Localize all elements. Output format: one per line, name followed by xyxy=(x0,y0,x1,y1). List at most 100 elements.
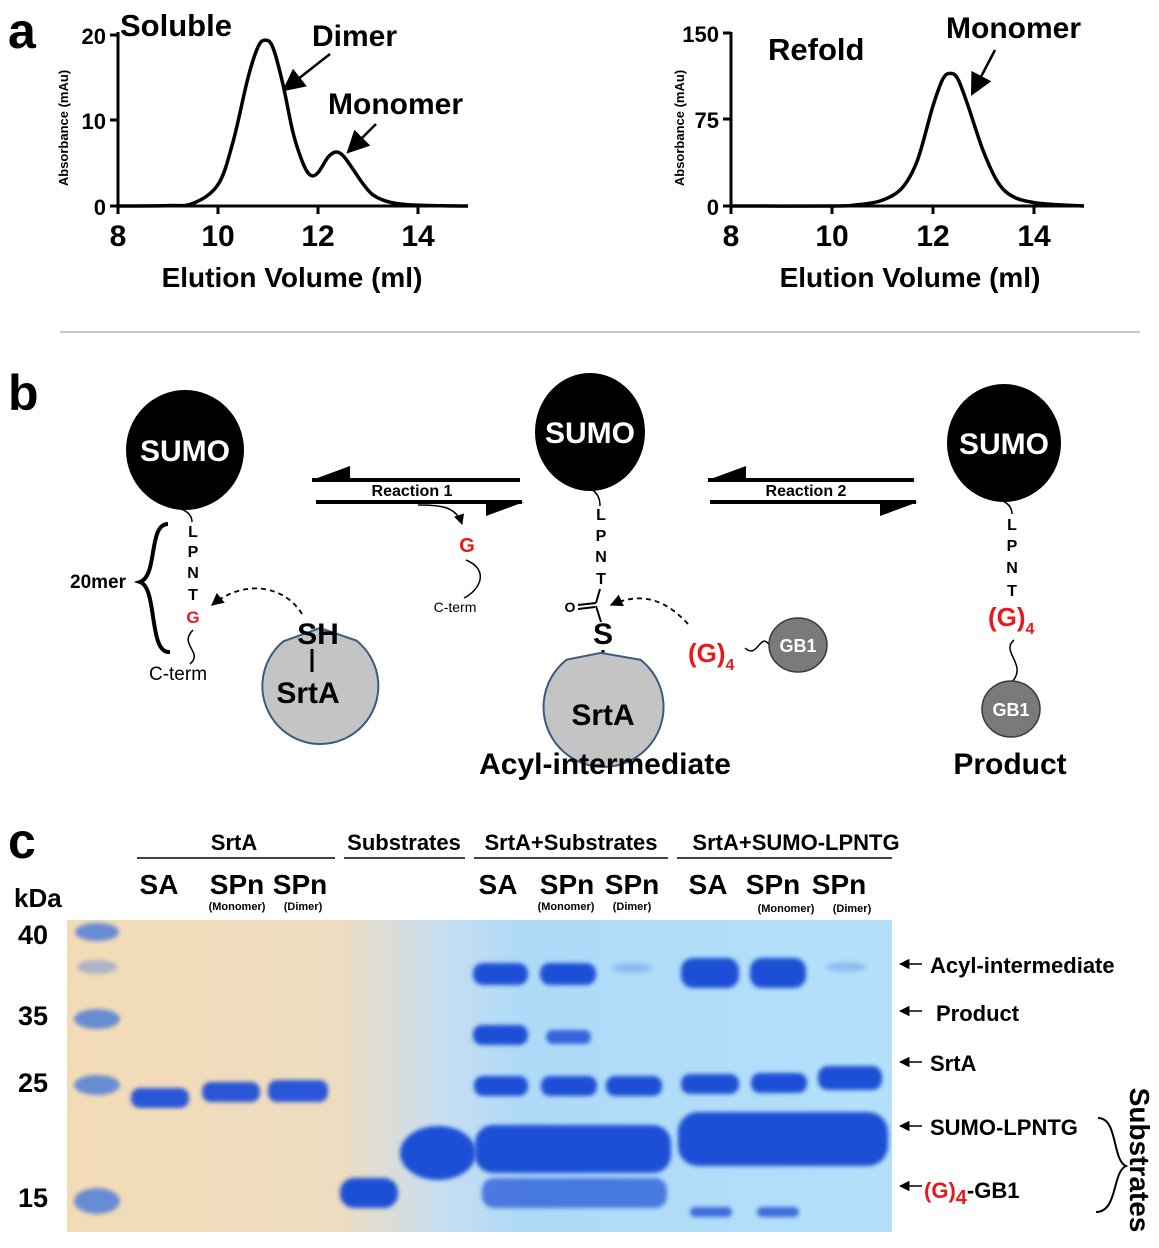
gb1-sphere xyxy=(768,617,828,673)
band-label-product: Product xyxy=(936,1001,1020,1026)
x-tick-label: 12 xyxy=(916,220,949,253)
reaction-2-arrows: Reaction 2 xyxy=(708,466,918,516)
g-residue: G xyxy=(186,608,199,627)
chart-label: Refold xyxy=(768,32,864,67)
y-tick-label: 20 xyxy=(82,24,106,49)
cterm-label: C-term xyxy=(149,664,207,685)
y-tick-label: 150 xyxy=(682,22,719,47)
kda-label: kDa xyxy=(14,883,62,913)
annotation-monomer: Monomer xyxy=(946,12,1081,45)
marker-label: 35 xyxy=(18,1001,48,1031)
x-axis-title: Elution Volume (ml) xyxy=(162,262,423,293)
sh-label: SH xyxy=(297,618,339,651)
marker-label: 15 xyxy=(18,1183,48,1213)
lane-label: SA xyxy=(689,869,728,900)
acyl-caption: Acyl-intermediate xyxy=(479,748,731,781)
g4-label: (G)4 xyxy=(688,638,735,674)
substrates-side-label: Substrates xyxy=(1124,1088,1155,1233)
annotation-monomer: Monomer xyxy=(328,88,463,121)
reaction-1-arrows: Reaction 1 G C-term xyxy=(312,466,524,615)
seq-letter: T xyxy=(596,571,606,588)
annotation-arrow xyxy=(346,123,377,154)
band-label-acyl: Acyl-intermediate xyxy=(930,953,1115,978)
seq-letter: N xyxy=(595,549,607,566)
lane-label: SPn xyxy=(273,869,327,900)
panel-a-letter: a xyxy=(8,3,37,59)
product-group: SUMO L P N T (G)4 GB1 Product xyxy=(947,384,1067,781)
marker-label: 40 xyxy=(18,920,48,950)
x-tick-label: 10 xyxy=(815,220,848,253)
substrates-brace xyxy=(1095,1117,1129,1213)
y-axis-title: Absorbance (mAu) xyxy=(56,70,71,186)
trace-line xyxy=(730,71,1085,208)
marker-label: 25 xyxy=(18,1068,48,1098)
seq-letter: T xyxy=(188,587,198,604)
lane-sub: (Monomer) xyxy=(538,901,595,913)
band-label-g4gb1: (G)4-GB1 xyxy=(924,1178,1019,1209)
y-tick-label: 0 xyxy=(707,195,719,220)
srta-label: SrtA xyxy=(276,677,339,710)
srta-pacman xyxy=(261,627,380,745)
linker xyxy=(177,507,193,523)
reaction-2-label: Reaction 2 xyxy=(766,483,847,500)
lane-sub: (Monomer) xyxy=(758,903,815,915)
y-ticks: 0 75 150 xyxy=(682,22,731,220)
lane-label: SA xyxy=(479,869,518,900)
cterm-label: C-term xyxy=(434,599,477,615)
product-caption: Product xyxy=(953,748,1066,781)
gb1-label: GB1 xyxy=(779,636,816,656)
seq-letter: L xyxy=(596,507,606,524)
y-tick-label: 0 xyxy=(94,195,106,220)
y-tick-label: 10 xyxy=(82,109,106,134)
x-tick-label: 10 xyxy=(201,220,234,253)
panel-b-letter: b xyxy=(8,365,39,421)
srta-pacman xyxy=(542,651,665,768)
seq-letter: L xyxy=(1007,517,1017,534)
seq-letter: P xyxy=(596,528,607,545)
group-label: SrtA+Substrates xyxy=(484,830,657,855)
lane-label: SPn xyxy=(605,869,659,900)
lane-sub: (Monomer) xyxy=(209,901,266,913)
x-tick-label: 12 xyxy=(301,220,334,253)
lane-label: SA xyxy=(140,869,179,900)
annotation-arrow xyxy=(282,53,331,92)
chart-label: Soluble xyxy=(120,8,232,43)
seq-letter: T xyxy=(1007,583,1017,600)
g4-label: (G)4 xyxy=(988,602,1035,638)
chart-refold: 0 75 150 8 10 12 14 Elution Volume (ml) … xyxy=(672,12,1085,293)
annotation-dimer: Dimer xyxy=(312,20,397,53)
x-tick-label: 8 xyxy=(110,220,127,253)
sumo-sphere xyxy=(947,384,1061,502)
chart-soluble: 0 10 20 8 10 12 14 Elution Volume (ml) A… xyxy=(56,8,469,293)
acyl-intermediate-group: SUMO L P N T O S SrtA (G)4 GB1 Acyl-inte… xyxy=(479,373,828,781)
gb1-sphere xyxy=(981,680,1041,738)
lane-label: SPn xyxy=(812,869,866,900)
sumo-sphere xyxy=(126,390,244,510)
sumo-label: SUMO xyxy=(959,428,1049,461)
substrate-group: SUMO L P N T G C-term 20mer xyxy=(70,390,244,685)
reaction-1-label: Reaction 1 xyxy=(372,483,453,500)
twentymer-label: 20mer xyxy=(70,572,127,593)
sumo-sphere xyxy=(535,373,645,491)
x-ticks: 8 10 12 14 xyxy=(110,206,435,253)
seq-letter: L xyxy=(188,524,198,541)
panel-c-letter: c xyxy=(8,813,36,869)
linker xyxy=(187,629,196,665)
sumo-label: SUMO xyxy=(545,417,635,450)
seq-letter: N xyxy=(1006,560,1018,577)
x-tick-label: 8 xyxy=(723,220,740,253)
s-atom: S xyxy=(593,618,613,651)
seq-letter: P xyxy=(188,544,199,561)
lane-labels: SA SPn (Monomer) SPn (Dimer) SA SPn (Mon… xyxy=(140,869,872,915)
attack-arrow xyxy=(211,587,303,615)
x-axis-title: Elution Volume (ml) xyxy=(780,262,1041,293)
lane-label: SPn xyxy=(746,869,800,900)
o-atom: O xyxy=(565,599,576,615)
lane-sub: (Dimer) xyxy=(833,903,872,915)
y-tick-label: 75 xyxy=(695,108,719,133)
g-leaving: G xyxy=(459,535,475,557)
lane-sub: (Dimer) xyxy=(613,901,652,913)
group-label: Substrates xyxy=(347,830,461,855)
y-axis-title: Absorbance (mAu) xyxy=(672,70,687,186)
band-label-srta: SrtA xyxy=(930,1051,977,1076)
